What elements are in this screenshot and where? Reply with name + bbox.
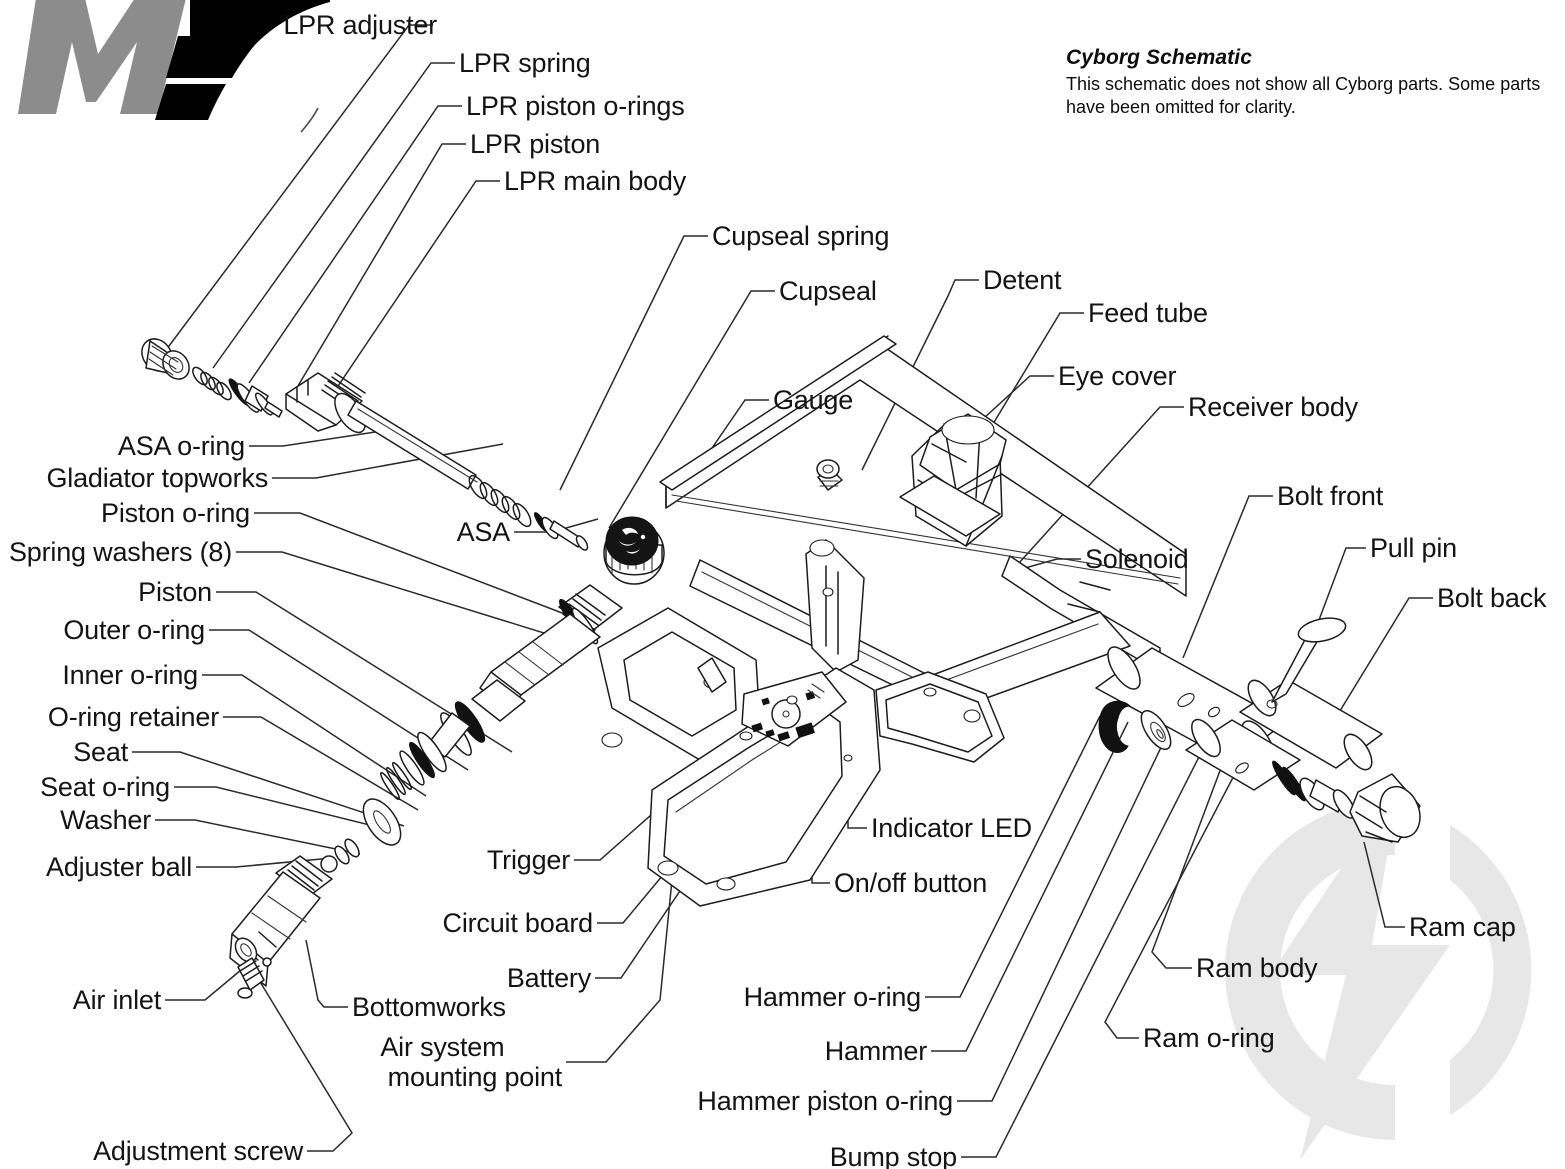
brand-logo xyxy=(18,0,330,133)
callout-label-bump-stop: Bump stop xyxy=(829,1141,957,1169)
callout-label-detent: Detent xyxy=(983,264,1062,295)
feed-neck-assembly xyxy=(816,413,1007,547)
callout-label-piston-o-ring: Piston o-ring xyxy=(101,497,250,528)
trigger-frame xyxy=(597,539,1005,907)
bolt-ram-assembly xyxy=(1095,617,1421,843)
title-block: Cyborg Schematic This schematic does not… xyxy=(1066,46,1565,119)
callout-label-lpr-adjuster: LPR adjuster xyxy=(283,9,437,40)
callout-label-washer: Washer xyxy=(60,804,151,835)
callout-label-air-inlet: Air inlet xyxy=(72,984,161,1015)
callout-label-asa: ASA xyxy=(456,516,511,547)
callout-label-hammer-o-ring: Hammer o-ring xyxy=(743,981,922,1012)
callout-label-bottomworks: Bottomworks xyxy=(352,991,506,1022)
callout-label-lpr-main-body: LPR main body xyxy=(504,165,686,196)
callout-label-bolt-back: Bolt back xyxy=(1437,582,1547,613)
callout-label-ram-o-ring: Ram o-ring xyxy=(1143,1022,1275,1053)
callout-label-receiver-body: Receiver body xyxy=(1188,391,1358,422)
callout-label-lpr-piston-o-rings: LPR piston o-rings xyxy=(466,90,685,121)
callout-label-battery: Battery xyxy=(506,962,591,993)
callout-label-gauge: Gauge xyxy=(773,384,854,415)
callout-label-lpr-spring: LPR spring xyxy=(459,47,591,78)
regulator-assembly xyxy=(229,584,623,999)
lpr-assembly xyxy=(141,338,589,551)
callout-label-seat: Seat xyxy=(73,736,128,767)
callout-label-hammer: Hammer xyxy=(824,1035,928,1066)
callout-label-inner-o-ring: Inner o-ring xyxy=(62,659,198,690)
callout-label-hammer-piston-o-ring: Hammer piston o-ring xyxy=(697,1085,953,1116)
callout-label-piston: Piston xyxy=(138,576,212,607)
callout-label-indicator-led: Indicator LED xyxy=(871,812,1032,843)
callout-label-adjuster-ball: Adjuster ball xyxy=(46,851,192,882)
callout-label-feed-tube: Feed tube xyxy=(1088,297,1208,328)
callout-label-ram-body: Ram body xyxy=(1196,952,1318,983)
lightning-watermark-icon xyxy=(1225,780,1532,1160)
callout-label-pull-pin: Pull pin xyxy=(1370,532,1457,563)
callout-label-bolt-front: Bolt front xyxy=(1277,480,1384,511)
callout-label-solenoid: Solenoid xyxy=(1085,543,1189,574)
callout-label-circuit-board: Circuit board xyxy=(442,907,594,938)
callout-label-air-system-mounting-point: Air system mounting point xyxy=(380,1031,562,1092)
callout-label-cupseal: Cupseal xyxy=(779,275,877,306)
callout-label-cupseal-spring: Cupseal spring xyxy=(712,220,890,251)
callout-label-eye-cover: Eye cover xyxy=(1058,360,1177,391)
callout-label-seat-o-ring: Seat o-ring xyxy=(40,771,170,802)
callout-label-lpr-piston: LPR piston xyxy=(470,128,601,159)
callout-label-o-ring-retainer: O-ring retainer xyxy=(47,701,219,732)
callout-label-gladiator-topworks: Gladiator topworks xyxy=(46,462,269,493)
callout-label-ram-cap: Ram cap xyxy=(1409,911,1516,942)
callout-label-asa-o-ring: ASA o-ring xyxy=(117,430,245,461)
page-title: Cyborg Schematic xyxy=(1066,46,1252,69)
callout-label-trigger: Trigger xyxy=(486,844,570,875)
callout-label-spring-washers: Spring washers (8) xyxy=(9,536,232,567)
callout-label-outer-o-ring: Outer o-ring xyxy=(63,614,205,645)
callout-label-on-off-button: On/off button xyxy=(834,867,988,898)
page-note: This schematic does not show all Cyborg … xyxy=(1066,73,1541,117)
gauge-part xyxy=(603,516,665,585)
callout-label-adjustment-screw: Adjustment screw xyxy=(93,1135,303,1166)
